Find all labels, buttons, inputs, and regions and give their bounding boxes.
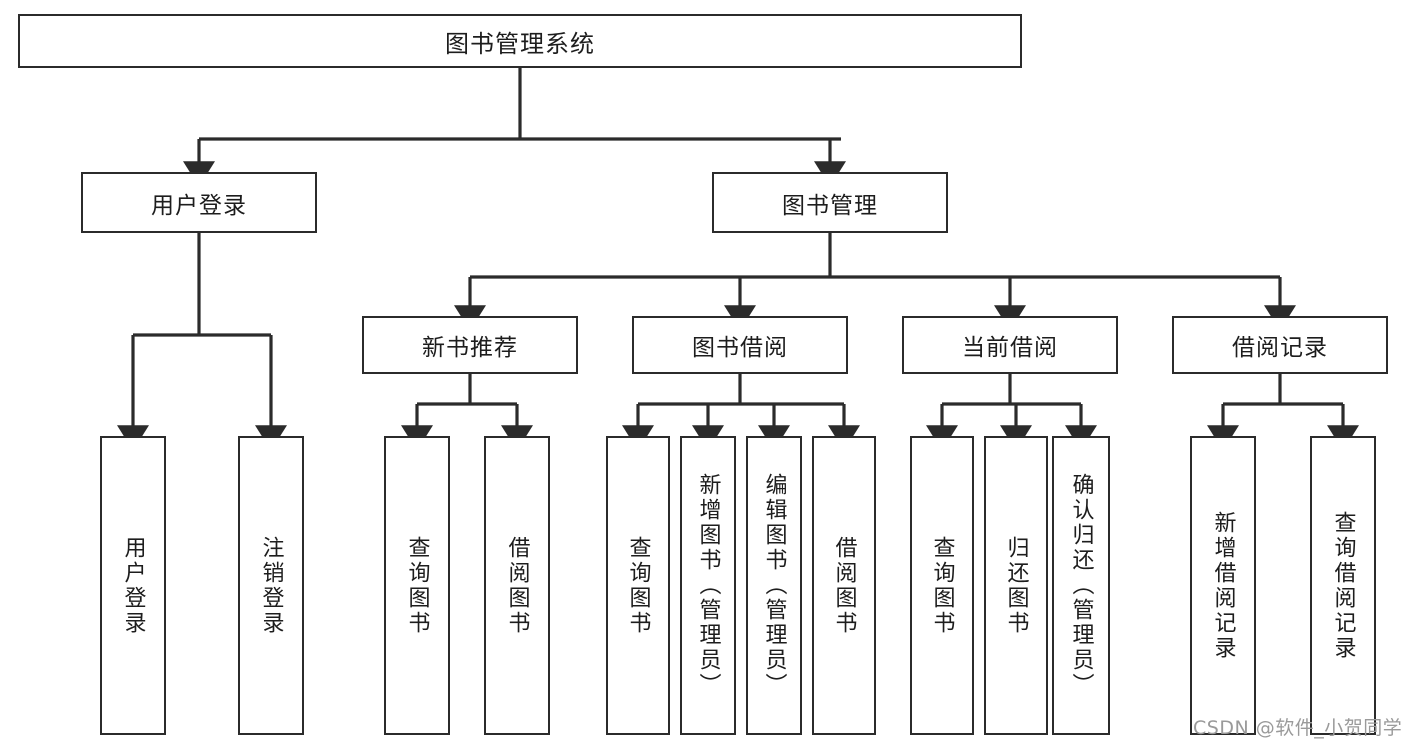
node-user-login-label: 用户登录 [151,192,247,219]
node-new-book-rec-label: 新书推荐 [422,335,518,361]
node-root-label: 图书管理系统 [445,29,595,58]
leaf-user-login[interactable]: 用户登录 [100,436,166,735]
leaf-edit-book[interactable]: 编辑图书（管理员） [746,436,802,735]
leaf-return-book[interactable]: 归还图书 [984,436,1048,735]
leaf-query-book-2-label: 查询图书 [625,535,651,636]
leaf-borrow-book-2-label: 借阅图书 [831,535,857,636]
leaf-query-book-1-label: 查询图书 [404,535,430,636]
node-book-borrow[interactable]: 图书借阅 [632,316,848,374]
leaf-confirm-return-label: 确认归还（管理员） [1068,473,1094,698]
node-current-borrow-label: 当前借阅 [962,335,1058,361]
leaf-add-record[interactable]: 新增借阅记录 [1190,436,1256,735]
leaf-return-book-label: 归还图书 [1003,535,1029,636]
node-root[interactable]: 图书管理系统 [18,14,1022,68]
leaf-query-book-2[interactable]: 查询图书 [606,436,670,735]
leaf-borrow-book-1[interactable]: 借阅图书 [484,436,550,735]
leaf-confirm-return[interactable]: 确认归还（管理员） [1052,436,1110,735]
node-borrow-record[interactable]: 借阅记录 [1172,316,1388,374]
node-new-book-rec[interactable]: 新书推荐 [362,316,578,374]
node-current-borrow[interactable]: 当前借阅 [902,316,1118,374]
node-user-login[interactable]: 用户登录 [81,172,317,233]
node-book-manage-label: 图书管理 [782,192,878,219]
leaf-user-login-label: 用户登录 [120,535,146,636]
node-borrow-record-label: 借阅记录 [1232,335,1328,361]
leaf-logout-label: 注销登录 [258,535,284,636]
leaf-edit-book-label: 编辑图书（管理员） [761,473,787,698]
leaf-borrow-book-1-label: 借阅图书 [504,535,530,636]
leaf-borrow-book-2[interactable]: 借阅图书 [812,436,876,735]
leaf-logout[interactable]: 注销登录 [238,436,304,735]
leaf-query-record[interactable]: 查询借阅记录 [1310,436,1376,735]
watermark: CSDN @软件_小贺同学 [1193,717,1403,739]
leaf-add-book-label: 新增图书（管理员） [695,473,721,698]
leaf-query-book-3-label: 查询图书 [929,535,955,636]
leaf-query-record-label: 查询借阅记录 [1330,510,1356,661]
leaf-query-book-3[interactable]: 查询图书 [910,436,974,735]
node-book-borrow-label: 图书借阅 [692,335,788,361]
leaf-query-book-1[interactable]: 查询图书 [384,436,450,735]
leaf-add-book[interactable]: 新增图书（管理员） [680,436,736,735]
leaf-add-record-label: 新增借阅记录 [1210,510,1236,661]
node-book-manage[interactable]: 图书管理 [712,172,948,233]
